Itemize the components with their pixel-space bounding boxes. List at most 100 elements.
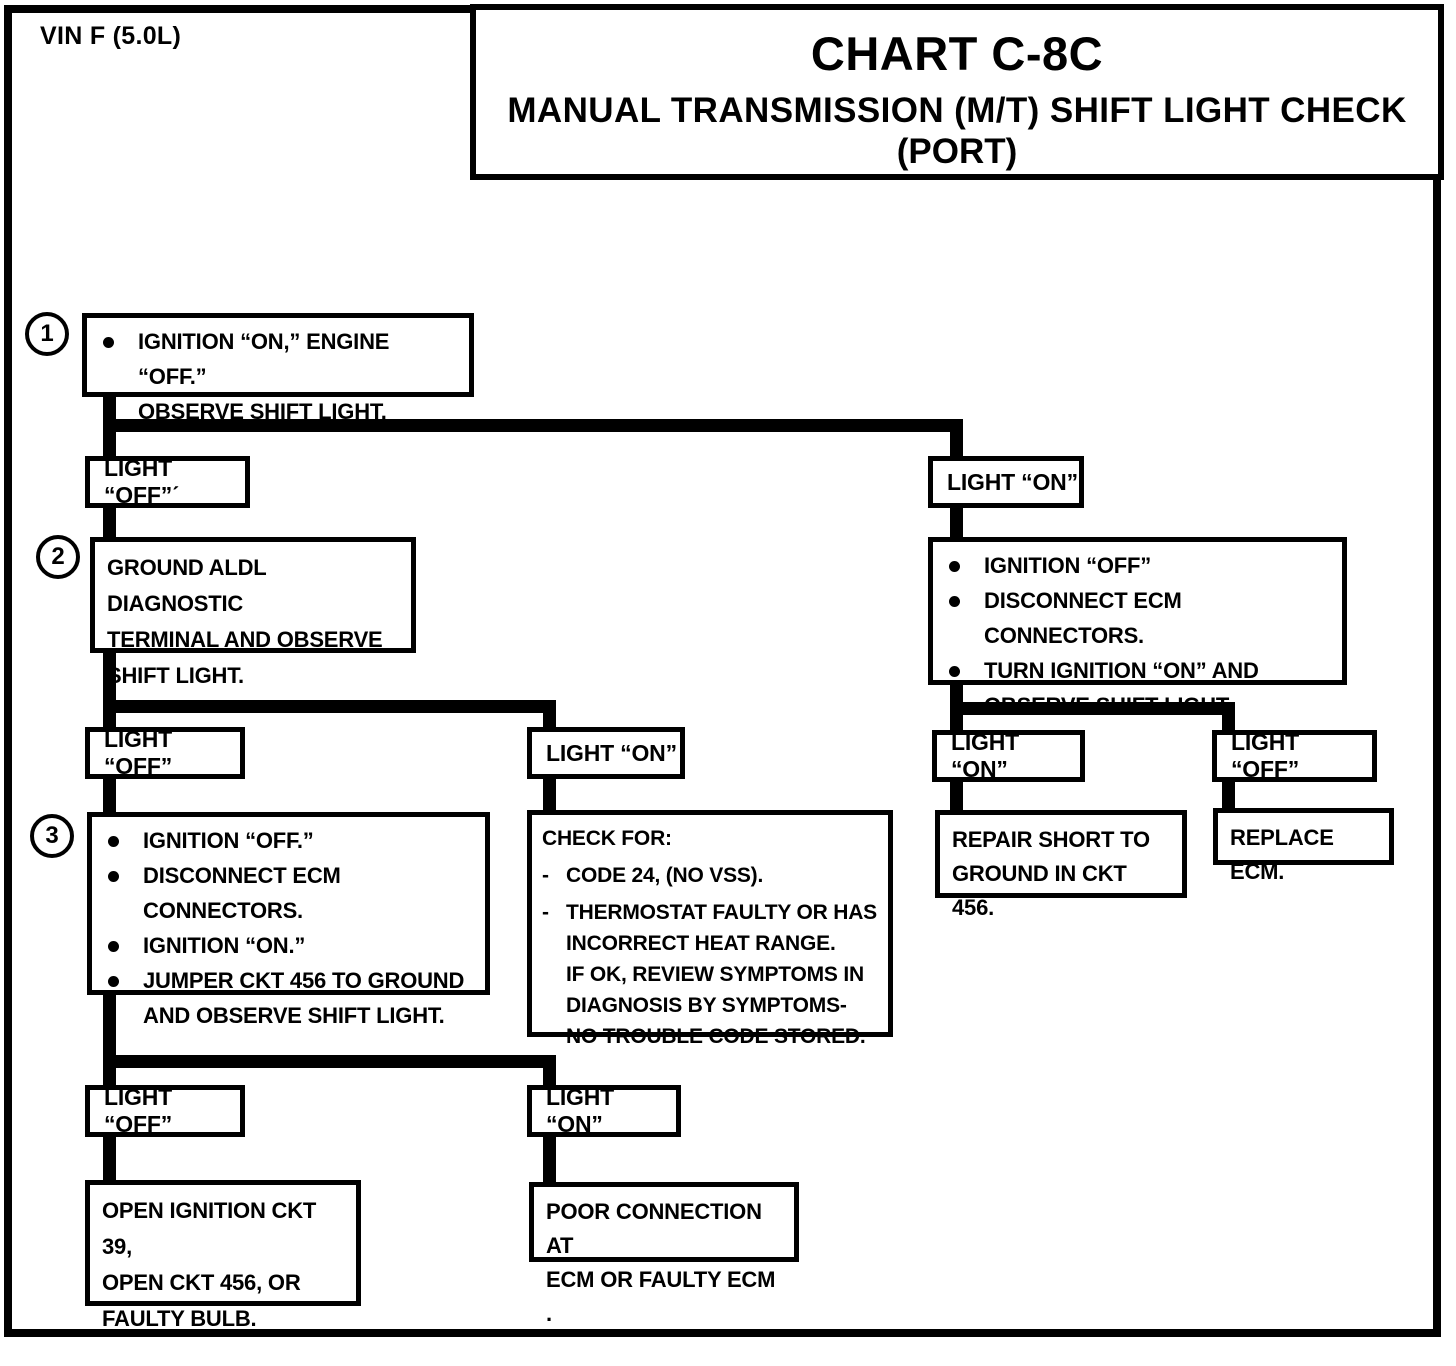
open-ckt-box: OPEN IGNITION CKT 39, OPEN CKT 456, OR FAU… <box>85 1180 361 1331</box>
item-text: IGNITION “ON.” <box>143 933 306 958</box>
bullet-dot <box>108 941 119 952</box>
bullet-dot <box>108 836 119 847</box>
connector-branch1-horizontal <box>103 419 963 432</box>
connector-step2-down <box>103 651 116 701</box>
branch3-light-off-label: LIGHT “OFF” <box>85 1084 245 1137</box>
connector-branchr-right-drop <box>1222 715 1235 732</box>
bullet-dot <box>949 596 960 607</box>
branchr-light-off-label: LIGHT “OFF” <box>1212 729 1377 782</box>
title-box: CHART C-8C MANUAL TRANSMISSION (M/T) SHI… <box>470 4 1444 180</box>
step-circle-3: 3 <box>30 814 74 858</box>
branch3-light-on-label: LIGHT “ON” <box>527 1084 681 1137</box>
list-item: -THERMOSTAT FAULTY OR HAS INCORRECT HEAT… <box>542 897 880 1052</box>
item-text: CODE 24, (NO VSS). <box>566 864 764 887</box>
vin-label: VIN F (5.0L) <box>40 22 182 50</box>
check-for-title: CHECK FOR: <box>542 827 672 850</box>
connector-ron-to-repair <box>950 780 963 812</box>
connector-branchr-left-drop <box>950 715 963 732</box>
bullet-dot <box>103 337 114 348</box>
list-item: TURN IGNITION “ON” AND OBSERVE SHIFT LIG… <box>939 653 1334 723</box>
connector-l2off-to-step3 <box>103 777 116 813</box>
text-line: REPLACE ECM. <box>1230 825 1334 884</box>
list-item: IGNITION “OFF” <box>939 548 1334 583</box>
connector-l2on-to-checkfor <box>543 777 556 813</box>
connector-rightbox-down <box>950 683 963 705</box>
branchr-light-off-text: LIGHT “OFF” <box>1231 729 1299 782</box>
branchr-light-on-label: LIGHT “ON” <box>932 729 1085 782</box>
bullet-dot <box>108 976 119 987</box>
step-circle-1: 1 <box>25 312 69 356</box>
check-for-box: CHECK FOR: -CODE 24, (NO VSS).-THERMOSTA… <box>527 810 893 1048</box>
branchr-light-on-text: LIGHT “ON” <box>951 729 1019 782</box>
bullet-dot <box>108 871 119 882</box>
text-line: POOR CONNECTION AT <box>546 1199 762 1258</box>
item-text: DISCONNECT ECM CONNECTORS. <box>143 863 341 923</box>
list-item: IGNITION “OFF.” <box>98 823 477 858</box>
item-text: IGNITION “OFF” <box>984 553 1152 578</box>
list-item: IGNITION “ON.” <box>98 928 477 963</box>
text-line: SHIFT LIGHT. <box>107 663 244 688</box>
connector-branch2-horizontal <box>103 700 556 713</box>
item-text: IGNITION “OFF.” <box>143 828 314 853</box>
connector-branch3-right-drop <box>543 1068 556 1086</box>
connector-branch2-left-drop <box>103 713 116 729</box>
connector-branch1-right-drop <box>950 432 963 458</box>
text-line: FAULTY BULB. <box>102 1306 257 1331</box>
connector-branch3-left-drop <box>103 1068 116 1086</box>
connector-l1off-to-step2 <box>103 506 116 537</box>
text-line: TERMINAL AND OBSERVE <box>107 627 383 652</box>
repair-short-box: REPAIR SHORT TO GROUND IN CKT 456. <box>935 810 1187 920</box>
branch1-light-on-label: LIGHT “ON” <box>928 456 1084 508</box>
branch3-light-on-text: LIGHT “ON” <box>546 1084 614 1137</box>
branch3-light-off-text: LIGHT “OFF” <box>104 1084 172 1137</box>
item-text: TURN IGNITION “ON” AND OBSERVE SHIFT LIG… <box>984 658 1259 718</box>
chart-subtitle-port: (PORT) <box>896 132 1018 171</box>
text-line: OPEN IGNITION CKT 39, <box>102 1198 317 1259</box>
item-text: JUMPER CKT 456 TO GROUND AND OBSERVE SHI… <box>143 968 465 1028</box>
poor-connection-box: POOR CONNECTION AT ECM OR FAULTY ECM . <box>529 1182 799 1326</box>
branch1-light-off-text: LIGHT “OFF”ˊ <box>104 455 180 508</box>
text-line: OPEN CKT 456, OR <box>102 1270 301 1295</box>
text-line: ECM OR FAULTY ECM . <box>546 1267 776 1326</box>
text-line: REPAIR SHORT TO <box>952 827 1150 852</box>
step2-box: GROUND ALDL DIAGNOSTIC TERMINAL AND OBSER… <box>90 537 416 688</box>
list-item: DISCONNECT ECM CONNECTORS. <box>98 858 477 928</box>
bullet-dot <box>103 407 114 418</box>
text-line: GROUND ALDL DIAGNOSTIC <box>107 555 267 616</box>
branch2-light-off-text: LIGHT “OFF” <box>104 726 172 779</box>
item-text: DISCONNECT ECM CONNECTORS. <box>984 588 1182 648</box>
connector-l3on-to-poorconn <box>543 1135 556 1183</box>
step1-box: IGNITION “ON,” ENGINE “OFF.” OBSERVE SHIF… <box>82 313 474 424</box>
list-item: -CODE 24, (NO VSS). <box>542 860 880 891</box>
chart-subtitle: MANUAL TRANSMISSION (M/T) SHIFT LIGHT CH… <box>507 91 1407 130</box>
step3-box: IGNITION “OFF.” DISCONNECT ECM CONNECTORS… <box>87 812 490 1028</box>
branch2-light-on-text: LIGHT “ON” <box>546 739 677 766</box>
connector-l1on-to-rightbox <box>950 506 963 539</box>
connector-roff-to-replace <box>1222 780 1235 810</box>
item-text: THERMOSTAT FAULTY OR HAS INCORRECT HEAT … <box>566 901 877 1048</box>
branch2-light-on-label: LIGHT “ON” <box>527 727 685 779</box>
list-item: JUMPER CKT 456 TO GROUND AND OBSERVE SHI… <box>98 963 477 1033</box>
item-text: IGNITION “ON,” ENGINE “OFF.” <box>138 329 390 389</box>
connector-branch2-right-drop <box>543 713 556 729</box>
branch1-light-on-text: LIGHT “ON” <box>947 468 1078 495</box>
bullet-dot <box>949 561 960 572</box>
dash-marker: - <box>542 901 549 924</box>
branch2-light-off-label: LIGHT “OFF” <box>85 726 245 779</box>
connector-branch3-horizontal <box>103 1055 556 1068</box>
check-for-items: -CODE 24, (NO VSS).-THERMOSTAT FAULTY OR… <box>542 860 880 1052</box>
connector-branch1-left-drop <box>103 432 116 458</box>
chart-title: CHART C-8C <box>810 27 1104 80</box>
right-branch-box: IGNITION “OFF” DISCONNECT ECM CONNECTORS.… <box>928 537 1347 718</box>
text-line: GROUND IN CKT 456. <box>952 861 1127 920</box>
connector-l3off-to-openckt <box>103 1135 116 1180</box>
list-item: DISCONNECT ECM CONNECTORS. <box>939 583 1334 653</box>
connector-step3-down <box>103 993 116 1056</box>
list-item: IGNITION “ON,” ENGINE “OFF.” <box>93 324 461 394</box>
item-text: OBSERVE SHIFT LIGHT. <box>138 399 387 424</box>
connector-branchr-horizontal <box>950 702 1235 715</box>
dash-marker: - <box>542 864 549 887</box>
replace-ecm-box: REPLACE ECM. <box>1213 808 1394 884</box>
step-circle-2: 2 <box>36 535 80 579</box>
